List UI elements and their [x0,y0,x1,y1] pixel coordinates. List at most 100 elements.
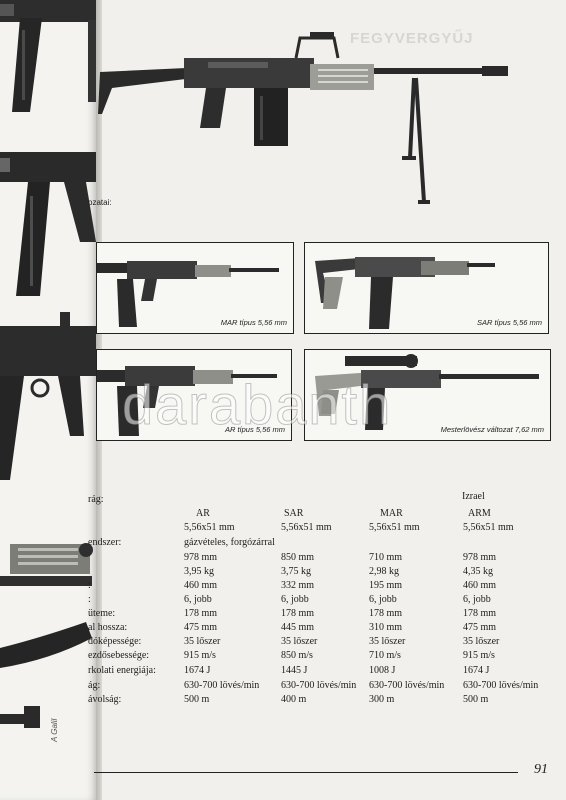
spec-row: endszer: gázvételes, forgózárral [88,536,558,550]
spec-cell-arm: 1674 J [463,665,490,676]
rifle-image-mar [97,261,279,327]
spec-row-label: ávolság: [88,694,122,705]
spec-cell-ar: gázvételes, forgózárral [184,537,275,548]
spec-row: 5,56x51 mm 5,56x51 mm 5,56x51 mm 5,56x51… [88,521,558,535]
column-header-sar: SAR [284,508,304,519]
spec-row: dóképessége: 35 lőszer 35 lőszer 35 lősz… [88,635,558,649]
photo-caption-mar: MAR típus 5,56 mm [220,318,287,327]
spec-row-label: al hossza: [88,622,128,633]
spec-cell-mar: 35 lőszer [369,636,406,647]
spec-row: rkolati energiája: 1674 J 1445 J 1008 J … [88,664,558,678]
spec-row: : 460 mm 332 mm 195 mm 460 mm [88,579,558,593]
spec-cell-ar: 978 mm [184,552,218,563]
spec-row-label: üteme: [88,608,116,619]
rifle-folding-stock-left [0,543,93,586]
spec-row: ávolság: 500 m 400 m 300 m 500 m [88,693,558,707]
spec-row: al hossza: 475 mm 445 mm 310 mm 475 mm [88,621,558,635]
spec-cell-mar: 710 m/s [369,650,401,661]
spec-cell-ar: 460 mm [184,580,218,591]
spec-cell-mar: 710 mm [369,552,403,563]
spec-cell-arm: 460 mm [463,580,497,591]
spec-cell-arm: 915 m/s [463,650,495,661]
main-rifle-illustration [98,32,508,204]
spec-cell-arm: 500 m [463,694,489,705]
column-header-arm: ARM [468,508,491,519]
spec-cell-sar: 35 lőszer [281,636,318,647]
spec-cell-ar: 3,95 kg [184,566,214,577]
photo-caption-sniper: Mesterlövész változat 7,62 mm [440,425,544,434]
spec-cell-arm: 475 mm [463,622,497,633]
spec-cell-mar: 2,98 kg [369,566,399,577]
variants-label: ozatai: [88,198,112,207]
spec-header-row: rág: [88,493,558,507]
spec-row: ág: 630-700 lövés/min 630-700 lövés/min … [88,679,558,693]
spec-row-label: : [88,580,91,591]
photo-mar-type: MAR típus 5,56 mm [96,242,294,334]
spec-row-label: ezdősebessége: [88,650,150,661]
rifle-image-sar [315,257,495,329]
spec-cell-sar: 5,56x51 mm [281,522,332,533]
spec-cell-ar: 1674 J [184,665,211,676]
photo-caption-ar: AR típus 5,56 mm [224,425,285,434]
spec-cell-ar: 475 mm [184,622,218,633]
spec-cell-arm: 630-700 lövés/min [463,680,539,691]
spec-row: : 6, jobb 6, jobb 6, jobb 6, jobb [88,593,558,607]
spec-cell-arm: 6, jobb [463,594,491,605]
spec-cell-sar: 3,75 kg [281,566,311,577]
spec-cell-sar: 178 mm [281,608,315,619]
column-header-ar: AR [196,508,210,519]
spec-row-label: rkolati energiája: [88,665,156,676]
photo-caption-sar: SAR típus 5,56 mm [476,318,542,327]
page-heading-fragment: FEGYVERGYŰJ [350,30,474,47]
rifle-illustration-left-2 [0,152,98,296]
rifle-barrel-left [0,622,92,668]
spec-cell-sar: 6, jobb [281,594,309,605]
spec-cell-ar: 35 lőszer [184,636,221,647]
spec-cell-mar: 6, jobb [369,594,397,605]
watermark: darabanth [121,373,393,437]
spec-cell-arm: 5,56x51 mm [463,522,514,533]
footer-rule [94,772,518,773]
spec-row-label: endszer: [88,537,122,548]
left-page-footer: A Galil [50,718,59,742]
spec-cell-sar: 1445 J [281,665,308,676]
spec-cell-ar: 5,56x51 mm [184,522,235,533]
spec-cell-ar: 6, jobb [184,594,212,605]
left-page: A Galil [0,0,98,800]
column-header-mar: MAR [380,508,403,519]
spec-cell-sar: 332 mm [281,580,315,591]
rifle-image-ar [97,366,277,436]
spec-cell-sar: 400 m [281,694,307,705]
spec-cell-ar: 178 mm [184,608,218,619]
spec-cell-sar: 850 mm [281,552,315,563]
photo-sniper-variant: Mesterlövész változat 7,62 mm [304,349,551,441]
spec-cell-arm: 978 mm [463,552,497,563]
spec-row-label: dóképessége: [88,636,142,647]
spec-cell-mar: 300 m [369,694,395,705]
rifle-illustration-left-3 [0,312,98,480]
rifle-illustration-left-1 [0,0,98,112]
spec-cell-sar: 630-700 lövés/min [281,680,357,691]
spec-cell-arm: 35 lőszer [463,636,500,647]
spec-row: üteme: 178 mm 178 mm 178 mm 178 mm [88,607,558,621]
spec-cell-mar: 5,56x51 mm [369,522,420,533]
rifle-muzzle-left [0,706,40,728]
spec-country: Izrael [462,491,485,502]
spec-cell-ar: 915 m/s [184,650,216,661]
spec-column-headers: AR SAR MAR ARM [88,507,558,521]
page-number: 91 [534,762,548,777]
spec-row-label: : [88,594,91,605]
spec-cell-mar: 178 mm [369,608,403,619]
photo-sar-type: SAR típus 5,56 mm [304,242,549,334]
spec-cell-mar: 310 mm [369,622,403,633]
rifle-image-sniper [315,354,539,430]
spec-cell-mar: 1008 J [369,665,396,676]
spec-cell-mar: 195 mm [369,580,403,591]
spec-cell-sar: 850 m/s [281,650,313,661]
spec-row: 978 mm 850 mm 710 mm 978 mm [88,551,558,565]
spec-cell-ar: 630-700 lövés/min [184,680,260,691]
spec-row: 3,95 kg 3,75 kg 2,98 kg 4,35 kg [88,565,558,579]
spec-cell-sar: 445 mm [281,622,315,633]
spec-header-label: rág: [88,494,104,505]
spec-row-label: ág: [88,680,101,691]
